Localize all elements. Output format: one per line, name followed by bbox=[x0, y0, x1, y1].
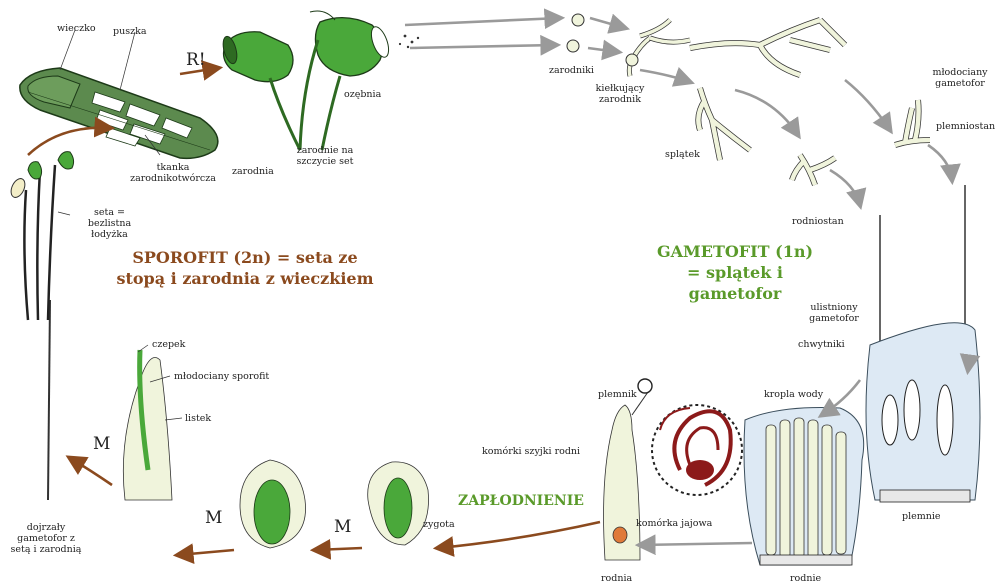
label-wieczko: wieczko bbox=[57, 24, 96, 35]
label-splatek: splątek bbox=[665, 150, 700, 161]
mitosis-mark-1: M bbox=[93, 434, 110, 454]
label-tkanka: tkanka zarodnikotwórcza bbox=[128, 163, 218, 185]
label-komorka-jajowa: komórka jajowa bbox=[636, 519, 712, 530]
label-seta: seta = bezlistna łodyżka bbox=[72, 208, 147, 241]
label-puszka: puszka bbox=[113, 27, 147, 38]
label-plemniostan: plemniostan bbox=[936, 122, 995, 133]
label-mlodociany-gametofor: młodociany gametofor bbox=[929, 68, 991, 90]
label-ozebnia: ozębnia bbox=[344, 90, 381, 101]
label-plemnik: plemnik bbox=[598, 390, 637, 401]
sporophyte-title: SPOROFIT (2n) = seta ze stopą i zarodnia… bbox=[115, 248, 375, 290]
label-kielkujacy: kiełkujący zarodnik bbox=[590, 84, 650, 106]
label-zarodnie-na-szczycie: zarodnie na szczycie set bbox=[290, 146, 360, 168]
fertilization-title: ZAPŁODNIENIE bbox=[458, 492, 584, 510]
label-rodniostan: rodniostan bbox=[792, 217, 844, 228]
label-mlodociany-sporofit: młodociany sporofit bbox=[174, 372, 269, 383]
mature-gametophore-drawing bbox=[8, 152, 73, 500]
label-ulistniony: ulistniony gametofor bbox=[804, 303, 864, 325]
label-rodnia: rodnia bbox=[601, 574, 632, 585]
capsule-drawing bbox=[20, 68, 218, 158]
label-dojrzaly: dojrzały gametofor z setą i zarodnią bbox=[6, 523, 86, 556]
label-listek: listek bbox=[185, 414, 211, 425]
label-czepek: czepek bbox=[152, 340, 185, 351]
label-zygota: zygota bbox=[423, 520, 455, 531]
label-rodnie: rodnie bbox=[790, 574, 821, 585]
label-chwytniki: chwytniki bbox=[798, 340, 845, 351]
label-zarodniki: zarodniki bbox=[549, 66, 594, 77]
mitosis-mark-2: M bbox=[205, 508, 222, 528]
sperm-zoom-drawing bbox=[632, 379, 742, 495]
meiosis-mark: R! bbox=[186, 50, 206, 70]
young-sporophyte-drawing bbox=[123, 350, 172, 500]
archegonium-drawing bbox=[604, 405, 640, 560]
open-capsules-drawing bbox=[221, 11, 420, 150]
label-kropla: kropla wody bbox=[764, 390, 823, 401]
gametangia-drawing bbox=[744, 323, 980, 565]
label-szyjka: komórki szyjki rodni bbox=[482, 447, 580, 458]
gametophyte-title: GAMETOFIT (1n) = splątek i gametofor bbox=[650, 242, 820, 304]
mitosis-mark-3: M bbox=[334, 517, 351, 537]
label-plemnie: plemnie bbox=[902, 512, 941, 523]
label-zarodnia: zarodnia bbox=[232, 167, 274, 178]
